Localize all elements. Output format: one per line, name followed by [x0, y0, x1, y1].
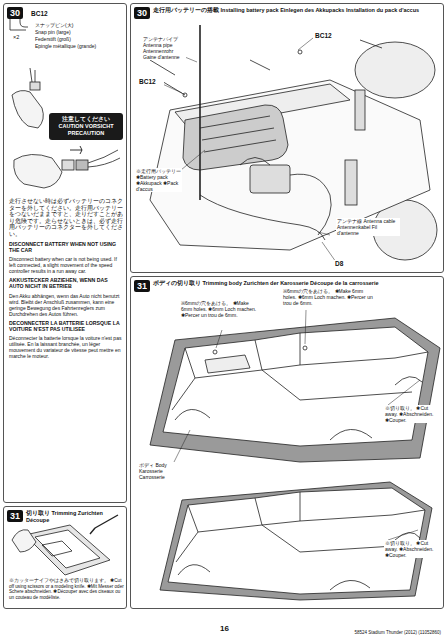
- step-number: 30: [7, 7, 23, 19]
- part-label: Den Akku abhängen, wenn das Auto nicht b…: [8, 293, 124, 317]
- part-label: ※切り取り。 ✱Cut away. ✱Abschneiden. ✱Couper.: [384, 405, 442, 423]
- part-label: BC12: [314, 32, 346, 40]
- part-label: BC12: [30, 10, 72, 18]
- part-label: DISCONNECT BATTERY WHEN NOT USING THE CA…: [8, 241, 124, 253]
- step-heading: 走行用バッテリーの搭載 Installing battery pack Einl…: [153, 7, 437, 14]
- part-label: ※6mmの穴をあける。 ✱Make 6mm holes. ✱6mm Loch m…: [180, 300, 262, 318]
- part-label: DECONNECTER LA BATTERIE LORSQUE LA VOITU…: [8, 320, 124, 332]
- part-label: 走行させない時は必ずバッテリーのコネクターを外してください。走行用バッテリーをつ…: [8, 198, 124, 238]
- step-number: 30: [134, 7, 150, 19]
- part-label: BC12: [138, 78, 164, 86]
- step-number: 31: [134, 280, 150, 292]
- part-label: Disconnect battery when car is not being…: [8, 256, 124, 274]
- body-trim-knife: [12, 515, 118, 575]
- truck-body-top: [150, 318, 440, 462]
- part-label: アンテナ線 Antenna cable Antennenkabel Fil d'…: [336, 218, 400, 236]
- part-label: Epingle métallique (grande): [34, 43, 126, 49]
- caution-box: 注意してくださいCAUTION VORSICHT PRECAUTION: [49, 113, 123, 140]
- part-label: D8: [334, 260, 356, 268]
- part-label: ボディ Body Karosserie Carrosserie: [138, 462, 184, 480]
- part-label: AKKUSTECKER ABZIEHEN, WENN DAS AUTO NICH…: [8, 277, 124, 289]
- leader-lines-body: [170, 310, 420, 540]
- part-label: ※走行用バッテリー ✱Battery pack ✱Akkupack ✱Pack …: [135, 168, 182, 192]
- hand-connector: [12, 68, 120, 188]
- part-label: スナップピン(大): [34, 22, 126, 28]
- part-label: Federstift (groß): [34, 36, 126, 42]
- step-heading: 切り取り Trimming Zurichten Découpe: [26, 510, 120, 523]
- leader-lines: [158, 38, 336, 262]
- part-label: ※切り取り。 ✱Cut away. ✱Abschneiden. ✱Couper.: [384, 540, 442, 558]
- chassis-battery: [150, 25, 437, 260]
- part-label: Déconnecter la batterie lorsque la voitu…: [8, 335, 124, 359]
- step-heading: ボディの切り取り Trimming body Zurichten der Kar…: [153, 280, 437, 287]
- step-number: 31: [7, 510, 23, 522]
- step-panel: 31ボディの切り取り Trimming body Zurichten der K…: [130, 276, 444, 609]
- part-label: Snap pin (large): [34, 29, 126, 35]
- part-label: 58524 Stadium Thunder (2012) (11052860): [300, 630, 442, 635]
- caution-text: CAUTION VORSICHT PRECAUTION: [52, 123, 120, 137]
- caution-text: 注意してください: [52, 116, 120, 123]
- part-label: アンテナパイプ Antenna pipe Antennenrohr Gaine …: [142, 36, 186, 60]
- quantity: ×2: [12, 34, 30, 41]
- part-label: ※6mmの穴をあける。 ✱Make 6mm holes. ✱6mm Loch m…: [282, 288, 374, 306]
- part-label: ※カッターナイフやはさみで切り取ります。 ✱Cut off using scis…: [8, 578, 126, 600]
